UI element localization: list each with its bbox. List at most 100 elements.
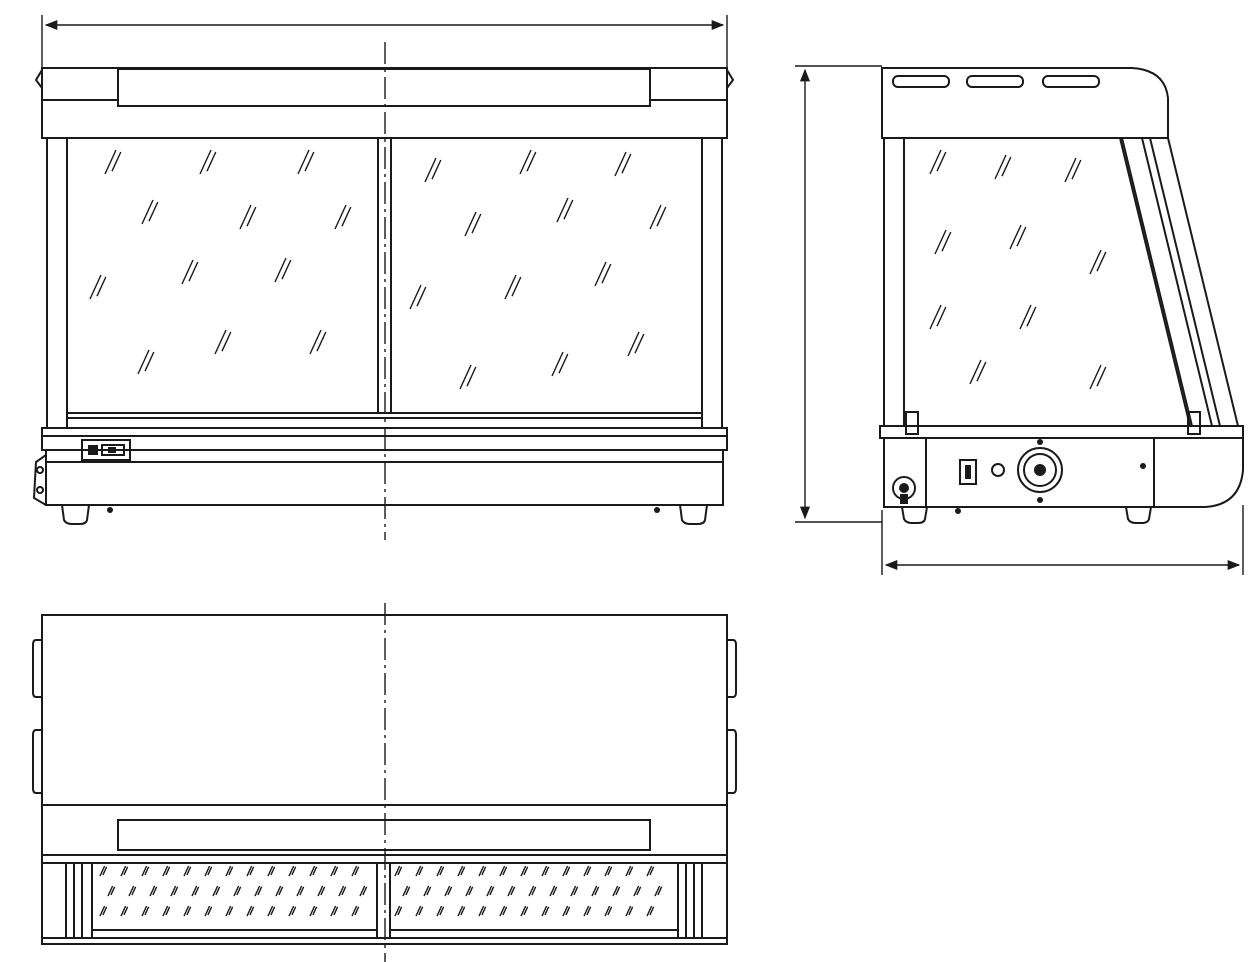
glass-reflection-mark <box>254 885 263 897</box>
glass-reflection-mark <box>141 905 150 917</box>
glass-reflection-mark <box>191 885 200 897</box>
glass-reflection-mark <box>457 905 466 917</box>
glass-reflection-mark <box>633 885 642 897</box>
glass-reflection-mark <box>1019 304 1037 330</box>
glass-reflection-mark <box>528 885 537 897</box>
glass-reflection-mark <box>612 885 621 897</box>
side-canopy <box>881 67 1169 139</box>
glass-reflection-mark <box>409 284 427 310</box>
glass-reflection-mark <box>309 329 327 355</box>
glass-reflection-mark <box>296 885 305 897</box>
glass-reflection-mark <box>1089 249 1107 275</box>
glass-reflection-mark <box>267 905 276 917</box>
glass-reflection-mark <box>351 905 360 917</box>
front-glass-reflections <box>89 149 667 390</box>
top-glass-reflections <box>99 865 663 917</box>
width-dimension <box>41 15 728 68</box>
glass-reflection-mark <box>181 259 199 285</box>
glass-reflection-mark <box>625 865 634 877</box>
glass-reflection-mark <box>309 865 318 877</box>
glass-reflection-mark <box>120 905 129 917</box>
glass-reflection-mark <box>424 157 442 183</box>
glass-reflection-mark <box>551 351 569 377</box>
glass-reflection-mark <box>233 885 242 897</box>
glass-reflection-mark <box>183 905 192 917</box>
glass-reflection-mark <box>423 885 432 897</box>
glass-reflection-mark <box>507 885 516 897</box>
glass-reflection-mark <box>317 885 326 897</box>
glass-reflection-mark <box>183 865 192 877</box>
glass-reflection-mark <box>239 204 257 230</box>
glass-reflection-mark <box>591 885 600 897</box>
glass-reflection-mark <box>415 905 424 917</box>
glass-reflection-mark <box>556 197 574 223</box>
glass-reflection-mark <box>969 359 987 385</box>
glass-reflection-mark <box>994 154 1012 180</box>
glass-reflection-mark <box>929 149 947 175</box>
glass-reflection-mark <box>457 865 466 877</box>
glass-reflection-mark <box>204 865 213 877</box>
glass-reflection-mark <box>499 905 508 917</box>
glass-reflection-mark <box>436 865 445 877</box>
glass-reflection-mark <box>478 865 487 877</box>
top-view <box>32 603 737 962</box>
front-view <box>32 15 735 540</box>
glass-reflection-mark <box>107 885 116 897</box>
glass-reflection-mark <box>267 865 276 877</box>
glass-reflection-mark <box>99 905 108 917</box>
height-dimension <box>795 65 882 523</box>
base <box>32 427 728 525</box>
glass-reflection-mark <box>199 149 217 175</box>
glass-reflection-mark <box>330 905 339 917</box>
glass-reflection-mark <box>162 905 171 917</box>
glass-reflection-mark <box>520 865 529 877</box>
glass-reflection-mark <box>541 865 550 877</box>
glass-reflection-mark <box>137 349 155 375</box>
depth-dimension <box>881 505 1244 575</box>
glass-reflection-mark <box>486 885 495 897</box>
glass-reflection-mark <box>162 865 171 877</box>
glass-reflection-mark <box>570 885 579 897</box>
glass-reflection-mark <box>549 885 558 897</box>
side-glass-reflections <box>929 149 1107 390</box>
side-base <box>879 425 1244 524</box>
glass-reflection-mark <box>246 905 255 917</box>
glass-reflection-mark <box>394 865 403 877</box>
glass-reflection-mark <box>338 885 347 897</box>
glass-reflection-mark <box>246 865 255 877</box>
glass-reflection-mark <box>99 865 108 877</box>
glass-reflection-mark <box>204 905 213 917</box>
glass-reflection-mark <box>562 865 571 877</box>
glass-reflection-mark <box>929 304 947 330</box>
glass-reflection-mark <box>465 885 474 897</box>
glass-reflection-mark <box>334 204 352 230</box>
glass-reflection-mark <box>402 885 411 897</box>
glass-reflection-mark <box>478 905 487 917</box>
glass-reflection-mark <box>604 905 613 917</box>
glass-reflection-mark <box>519 149 537 175</box>
glass-reflection-mark <box>120 865 129 877</box>
top-glass-frame <box>65 862 703 938</box>
glass-reflection-mark <box>288 865 297 877</box>
glass-reflection-mark <box>170 885 179 897</box>
glass-reflection-mark <box>646 905 655 917</box>
glass-reflection-mark <box>275 885 284 897</box>
glass-reflection-mark <box>212 885 221 897</box>
side-view <box>795 65 1244 575</box>
glass-reflection-mark <box>464 211 482 237</box>
glass-reflection-mark <box>499 865 508 877</box>
glass-reflection-mark <box>583 865 592 877</box>
glass-reflection-mark <box>583 905 592 917</box>
glass-reflection-mark <box>128 885 137 897</box>
glass-reflection-mark <box>89 274 107 300</box>
canopy <box>34 67 735 139</box>
glass-reflection-mark <box>646 865 655 877</box>
glass-reflection-mark <box>359 885 368 897</box>
glass-reflection-mark <box>297 149 315 175</box>
glass-reflection-mark <box>627 331 645 357</box>
glass-reflection-mark <box>351 865 360 877</box>
glass-reflection-mark <box>436 905 445 917</box>
glass-reflection-mark <box>520 905 529 917</box>
glass-reflection-mark <box>415 865 424 877</box>
